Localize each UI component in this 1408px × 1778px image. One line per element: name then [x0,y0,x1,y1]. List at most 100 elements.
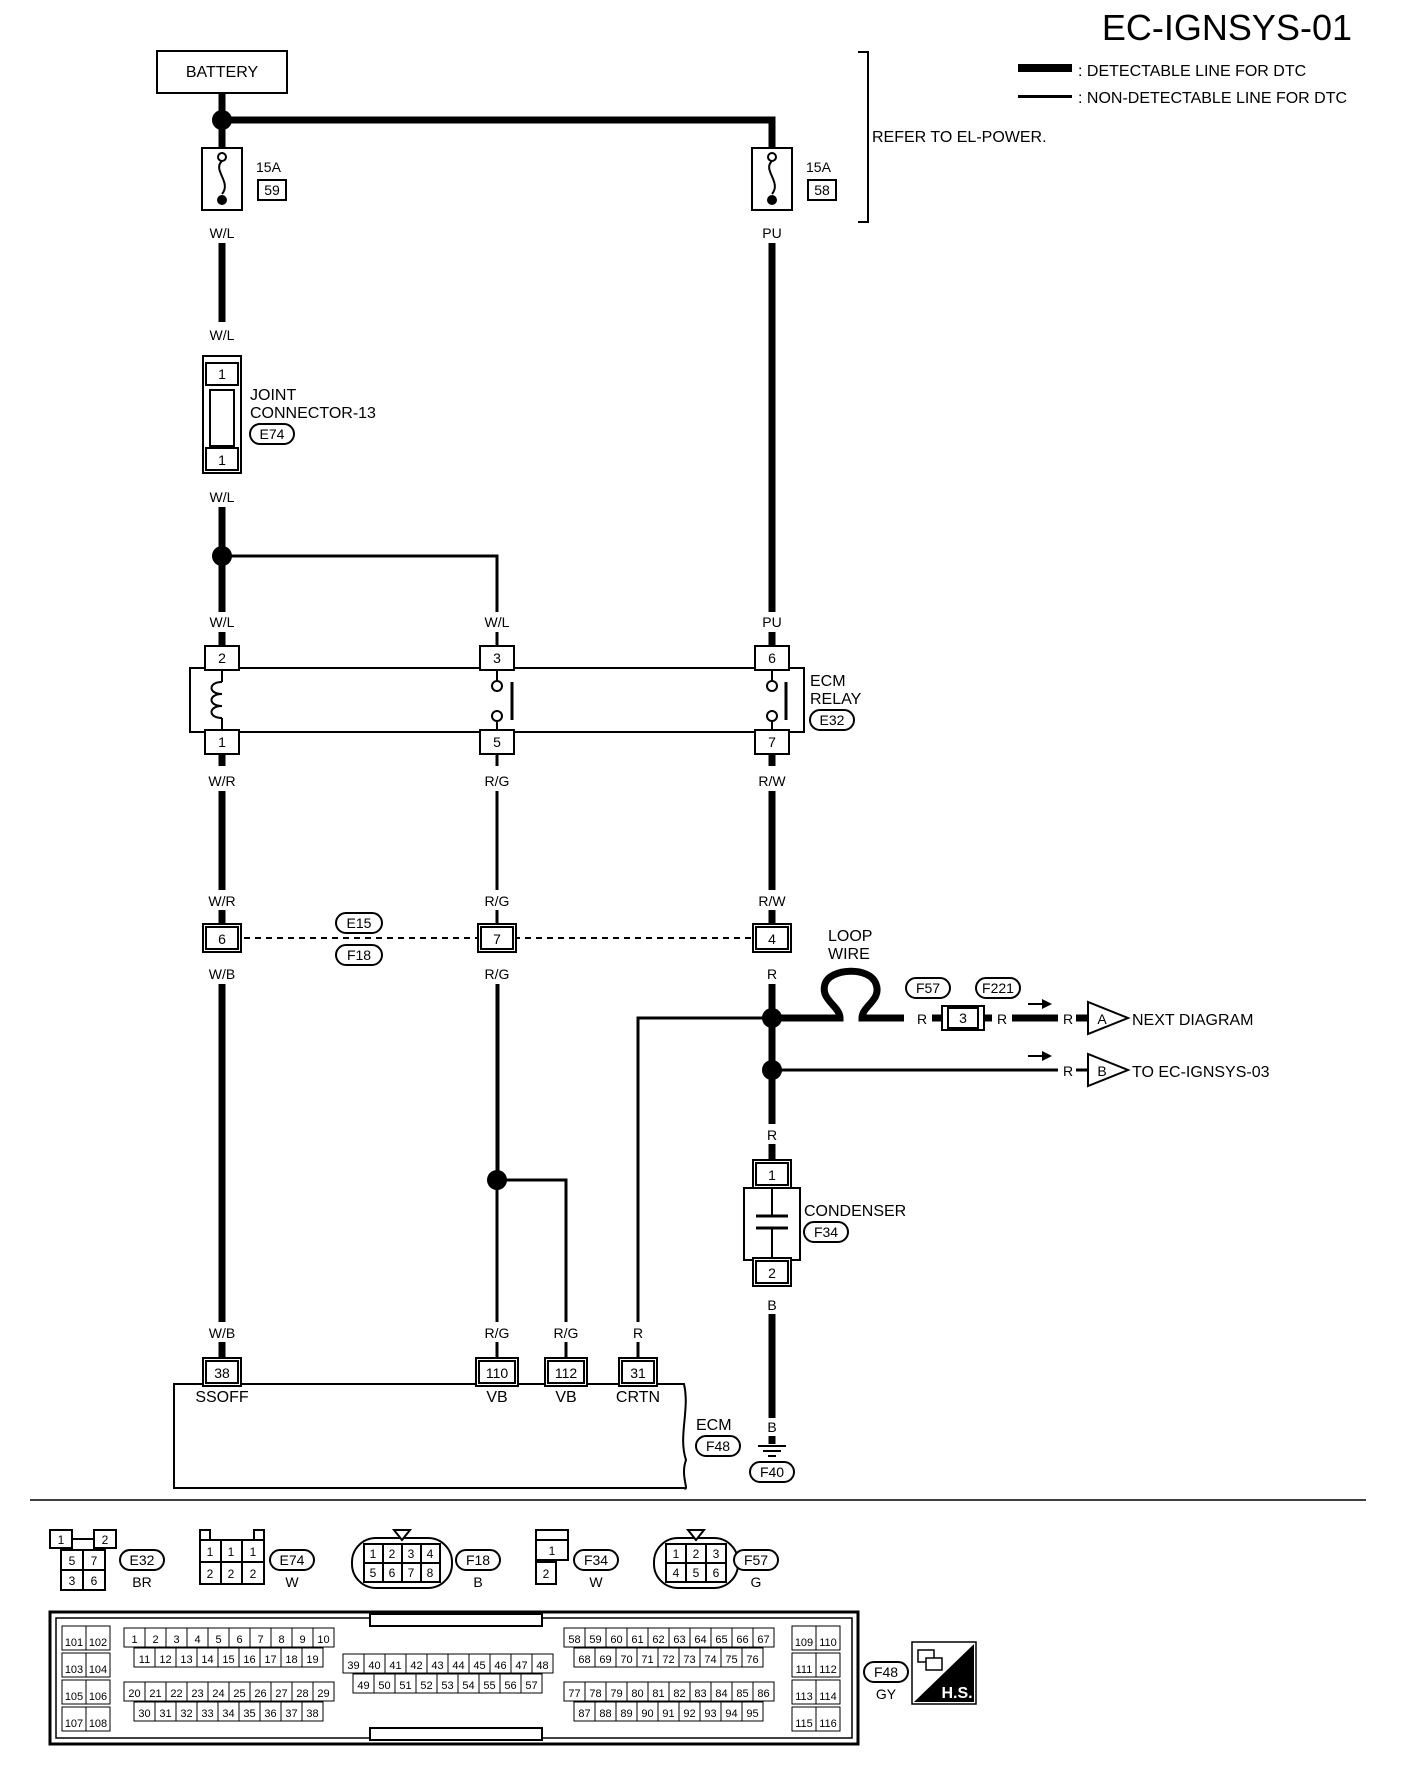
f48-pin-label: 66 [736,1634,748,1646]
view-color-f57: G [751,1574,762,1590]
f48-pin-label: 26 [254,1688,266,1700]
f48-pin-label: 68 [578,1654,590,1666]
f48-pin-label: 30 [138,1708,150,1720]
f48-pin-cell [85,1679,111,1705]
f48-pin-label: 32 [180,1708,192,1720]
f18-bottom-wire-1: W/B [209,966,235,982]
f48-pin-label: 58 [568,1634,580,1646]
ecm-wire-38: W/B [209,1325,235,1341]
e15-top-wire-1: W/R [208,893,235,909]
view-conn-f48: F48 [874,1664,898,1680]
to-ignsys03-letter: B [1097,1063,1106,1079]
f48-pin-label: 112 [819,1664,837,1676]
wire-pu-fuse58: PU [762,225,781,241]
connector-view-e32: 1 2 5 7 3 6 [49,1529,117,1591]
f48-pin-label: 101 [65,1637,83,1649]
jc-label-1: JOINT [250,387,296,404]
f48-pin-cell [815,1652,841,1678]
next-diagram-letter: A [1097,1011,1107,1027]
view-color-e32: BR [132,1574,151,1590]
connector-view-f18: 1 2 3 4 5 6 7 8 [351,1529,453,1589]
loop-wire-label-2: WIRE [828,946,870,963]
relay-top-wire-3: PU [762,614,781,630]
f48-pin-label: 54 [462,1680,474,1692]
f48-pin-label: 41 [389,1660,401,1672]
f48-pin-label: 28 [296,1688,308,1700]
f48-pin-cell [312,1627,335,1648]
f48-pin-label: 113 [795,1691,813,1703]
f48-pin-label: 12 [159,1654,171,1666]
f48-pin-label: 83 [694,1688,706,1700]
ecm-conn-f48: F48 [706,1438,730,1454]
to-ignsys03-wire: R [1063,1063,1073,1079]
f48-pin-label: 116 [819,1718,837,1730]
relay-coil [210,681,223,719]
connector-view-e74: 1 1 1 2 2 2 [199,1529,265,1585]
f48-pin-label: 107 [65,1718,83,1730]
f48-pin-label: 48 [536,1660,548,1672]
f48-pin-label: 36 [264,1708,276,1720]
legend-detectable: : DETECTABLE LINE FOR DTC [1078,63,1306,80]
f57-pin-2: 2 [693,1547,700,1561]
f34-pin-1: 1 [549,1544,556,1558]
conn-f221: F221 [982,980,1014,996]
ecm-term-crtn: CRTN [616,1389,660,1406]
conn-f18: F18 [347,947,371,963]
f48-pin-label: 92 [683,1708,695,1720]
legend-non-detectable: : NON-DETECTABLE LINE FOR DTC [1078,90,1347,107]
f48-pin-label: 22 [170,1688,182,1700]
relay-label-1: ECM [810,673,846,690]
f48-pin-label: 49 [357,1680,369,1692]
relay-bottom-wire-2: R/G [485,773,510,789]
connector-view-f34: 1 2 [535,1529,569,1585]
conn-f57: F57 [916,980,940,996]
f48-pin-label: 9 [299,1634,305,1646]
f48-pin-cell [741,1647,764,1668]
f48-pin-label: 114 [819,1691,837,1703]
detectable-line-swatch [1018,64,1072,72]
e74-pin-d: 2 [207,1567,214,1581]
f48-pin-label: 79 [610,1688,622,1700]
to-ignsys03-arrow-icon [1087,1052,1131,1088]
ecm-term-ssoff: SSOFF [195,1389,249,1406]
f48-pin-label: 5 [215,1634,221,1646]
f48-pin-label: 6 [236,1634,242,1646]
loop-wire-label-1: LOOP [828,928,872,945]
e15-pin-7: 7 [493,931,501,947]
relay-pin-3: 3 [493,650,501,666]
f18-pin-1: 1 [370,1547,377,1561]
f48-pin-label: 56 [504,1680,516,1692]
f57-pin-3: 3 [713,1547,720,1561]
f48-pin-label: 44 [452,1660,464,1672]
f48-pin-label: 40 [368,1660,380,1672]
e32-pin-7: 7 [91,1554,98,1568]
fuse-59-amp: 15A [256,159,282,175]
loop-wire [772,967,904,1022]
f48-pin-cell [61,1679,87,1705]
f48-pin-label: 19 [306,1654,318,1666]
f48-pin-label: 29 [317,1688,329,1700]
fuse-58: 15A 58 [751,147,837,211]
f18-pin-8: 8 [427,1566,434,1580]
f48-pin-label: 2 [152,1634,158,1646]
relay-conn-e32: E32 [820,712,845,728]
f18-pin-2: 2 [389,1547,396,1561]
fuse-59-number: 59 [264,182,280,198]
f48-pin-label: 18 [285,1654,297,1666]
relay-pin-6: 6 [768,650,776,666]
e32-pin-1: 1 [58,1533,65,1547]
f48-pin-label: 105 [65,1691,83,1703]
next-diagram-label[interactable]: NEXT DIAGRAM [1132,1012,1254,1029]
e74-pin-e: 2 [228,1567,235,1581]
f48-pin-label: 4 [194,1634,200,1646]
f48-pin-cell [301,1647,324,1668]
ground-conn-f40: F40 [760,1464,784,1480]
ecm-relay: 2 3 6 1 5 7 [189,645,805,755]
to-ignsys03-label[interactable]: TO EC-IGNSYS-03 [1132,1064,1270,1081]
f48-pin-label: 74 [704,1654,716,1666]
f48-pin-label: 91 [662,1708,674,1720]
f48-pin-label: 90 [641,1708,653,1720]
f48-pin-label: 85 [736,1688,748,1700]
f48-pin-label: 3 [173,1634,179,1646]
